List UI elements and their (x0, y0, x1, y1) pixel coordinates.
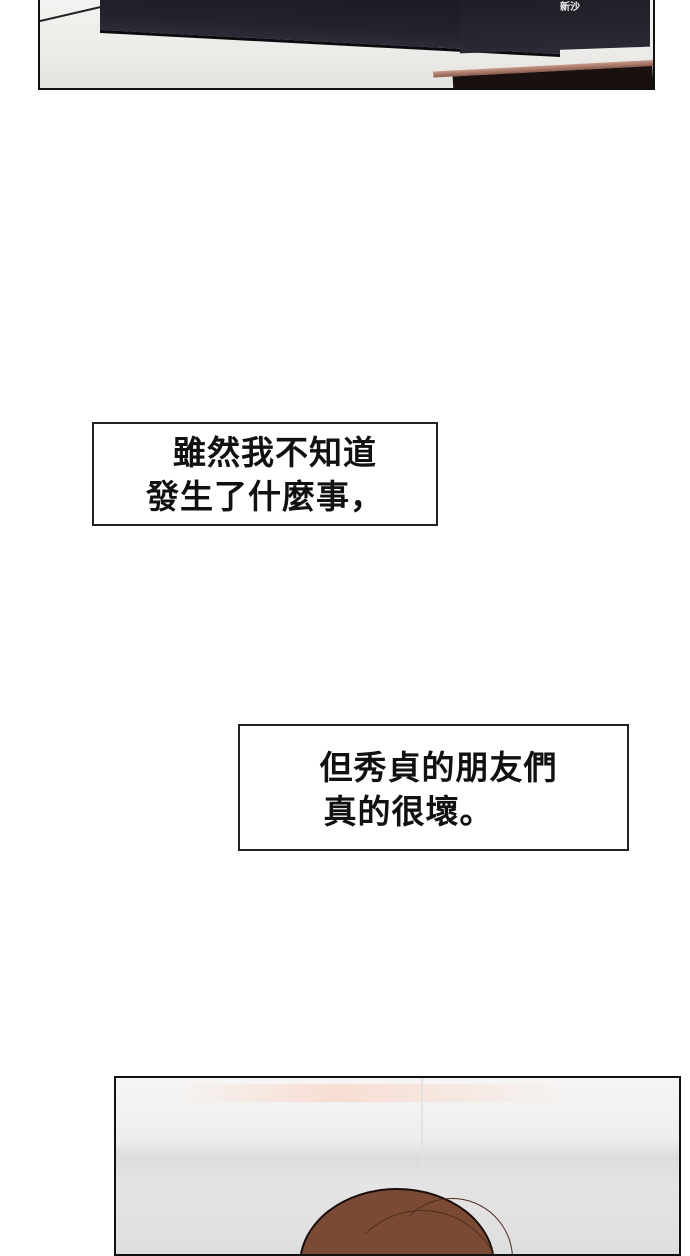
hair-strand (391, 1198, 513, 1254)
wall-seam (421, 1078, 423, 1168)
caption-2-line-2: 真的很壞。 (323, 792, 494, 831)
caption-box-2: 但秀貞的朋友們 真的很壞。 (238, 724, 629, 851)
character-head (299, 1188, 513, 1254)
caption-2-line-1: 但秀貞的朋友們 (319, 748, 558, 787)
tv-screen-right (460, 0, 650, 54)
caption-box-1: 雖然我不知道 發生了什麼事， (92, 422, 438, 526)
wall-light (176, 1084, 576, 1102)
comic-panel-bottom (114, 1076, 681, 1256)
tv-label: 新沙 (560, 2, 580, 13)
caption-1-line-1: 雖然我不知道 (173, 433, 377, 472)
caption-1-line-2: 發生了什麼事， (146, 477, 384, 516)
comic-panel-top: 新沙 (38, 0, 655, 90)
